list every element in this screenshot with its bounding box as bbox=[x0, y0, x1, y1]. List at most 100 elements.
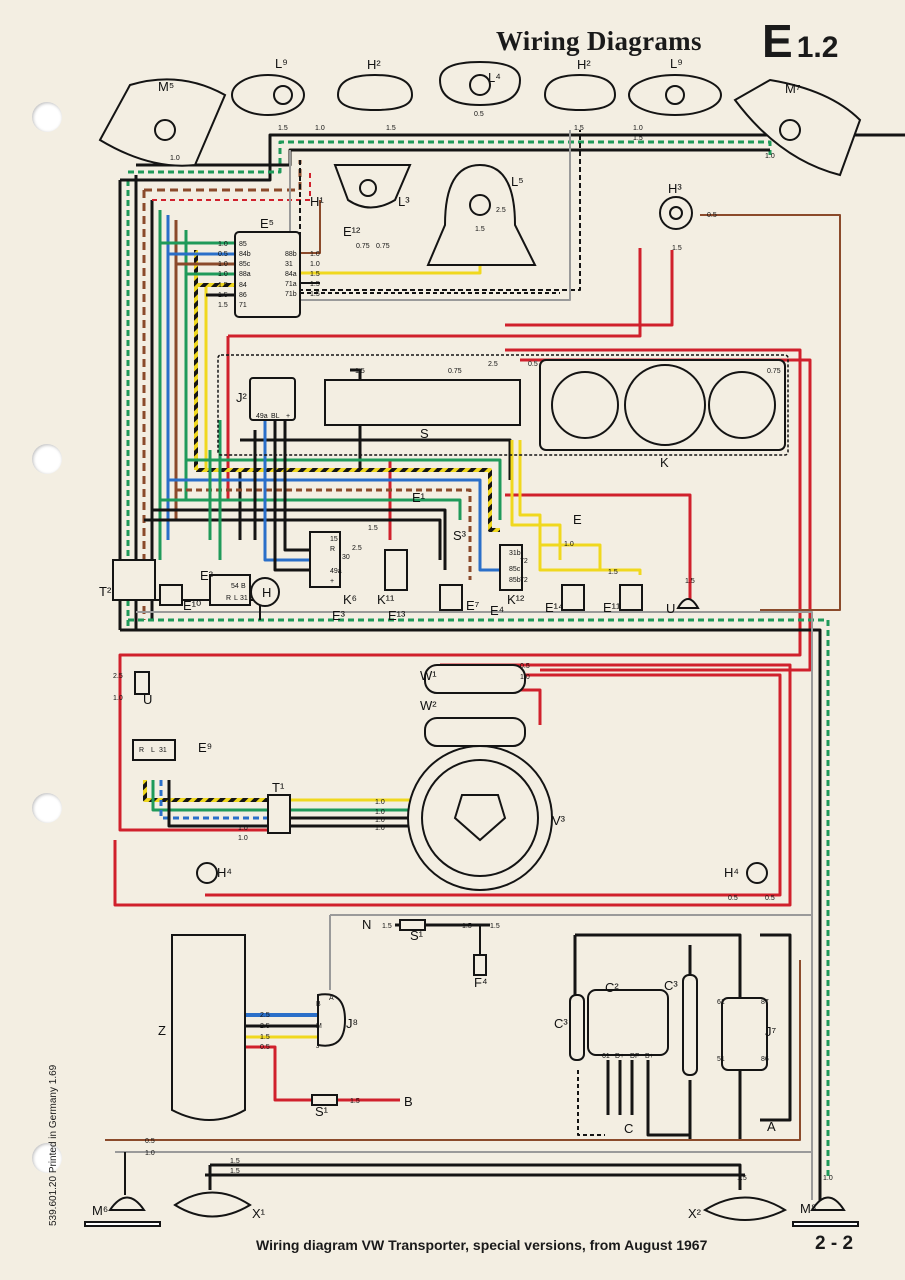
terminal-label: B+ bbox=[645, 1053, 654, 1060]
component-label: K⁶ bbox=[343, 592, 357, 607]
wire-gauge-label: 1.0 bbox=[218, 271, 228, 278]
fuse-S1-bottom bbox=[311, 1094, 338, 1106]
wire-gauge-label: 1.5 bbox=[475, 226, 485, 233]
wire-gauge-label: 2.5 bbox=[260, 1012, 270, 1019]
wire-gauge-label: 0.5 bbox=[218, 251, 228, 258]
terminal-label: 71b bbox=[285, 291, 297, 298]
wire-gauge-label: 1.0 bbox=[113, 695, 123, 702]
component-label: H³ bbox=[668, 181, 682, 196]
indicator-H4-right bbox=[746, 862, 768, 884]
bulb-icon bbox=[469, 74, 491, 96]
wire-gauge-label: 1.5 bbox=[260, 1034, 270, 1041]
terminal-label: M bbox=[316, 1023, 322, 1030]
wire-gauge-label: 1.5 bbox=[386, 125, 396, 132]
component-label: H⁴ bbox=[217, 865, 232, 880]
switch-E5 bbox=[234, 231, 301, 318]
terminal-label: 31 bbox=[159, 747, 167, 754]
wire-gauge-label: 0.5 bbox=[528, 361, 538, 368]
gauge-icon bbox=[708, 371, 776, 439]
terminal-label: + bbox=[330, 578, 334, 585]
lamp-X1 bbox=[173, 1191, 252, 1218]
component-label: T¹ bbox=[272, 780, 285, 795]
wire-gauge-label: 1.5 bbox=[368, 525, 378, 532]
component-label: M⁷ bbox=[785, 81, 801, 96]
binder-hole bbox=[32, 102, 62, 132]
wire-gauge-label: 1.0 bbox=[315, 125, 325, 132]
fuse-S1-top bbox=[399, 919, 426, 931]
component-label: B bbox=[404, 1094, 413, 1109]
page-title: Wiring Diagrams bbox=[496, 26, 702, 56]
wire-gauge-label: 1.0 bbox=[765, 153, 775, 160]
component-label: H² bbox=[577, 57, 591, 72]
component-label: T² bbox=[99, 584, 112, 599]
terminal-label: 31 bbox=[240, 595, 248, 602]
wire-gauge-label: 1.0 bbox=[218, 261, 228, 268]
relay-J2 bbox=[249, 377, 296, 421]
wire-gauge-label: 0.5 bbox=[145, 1138, 155, 1145]
component-label: U bbox=[666, 601, 675, 616]
capacitor-C3-right bbox=[682, 974, 698, 1076]
component-label: X² bbox=[688, 1206, 702, 1221]
terminal-label: 72 bbox=[520, 577, 528, 584]
wire-gauge-label: 2.5 bbox=[496, 207, 506, 214]
connector-T2 bbox=[112, 559, 156, 601]
terminal-label: L bbox=[151, 747, 155, 754]
component-label: E bbox=[573, 512, 582, 527]
switch-E11 bbox=[619, 584, 643, 611]
wire-gauge-label: 0.5 bbox=[728, 895, 738, 902]
wire-gauge-labels: 1.5 1.0 1.5 0.5 1.5 1.0 1.5 1.0 1.0 0.75… bbox=[113, 111, 833, 1182]
switch-E14 bbox=[561, 584, 585, 611]
terminal-label: 31b bbox=[509, 550, 521, 557]
wire-gauge-label: 2.5 bbox=[488, 361, 498, 368]
wire-gauge-label: 1.5 bbox=[230, 1168, 240, 1175]
socket-U-right bbox=[676, 598, 700, 609]
bulb-icon bbox=[665, 85, 685, 105]
terminal-label: 31 bbox=[285, 261, 293, 268]
print-note: 539.601.20 Printed in Germany 1.69 bbox=[48, 1064, 59, 1226]
component-label: F⁴ bbox=[474, 975, 488, 990]
terminal-label: 71 bbox=[239, 302, 247, 309]
horn-H2-right bbox=[543, 73, 617, 112]
component-label: H⁴ bbox=[724, 865, 739, 880]
lamp-X2 bbox=[702, 1196, 788, 1221]
wire-gauge-label: 1.0 bbox=[238, 835, 248, 842]
terminal-label: 49a bbox=[330, 568, 342, 575]
terminal-label: R bbox=[330, 546, 335, 553]
terminal-label: 54 bbox=[231, 583, 239, 590]
terminal-label: 72 bbox=[520, 558, 528, 565]
terminal-label: 84 bbox=[239, 282, 247, 289]
terminal-label: 87 bbox=[761, 999, 769, 1006]
component-label: W¹ bbox=[420, 668, 437, 683]
terminal-label: 51 bbox=[717, 1056, 725, 1063]
wire-gauge-label: 0.5 bbox=[474, 111, 484, 118]
component-label: C² bbox=[605, 980, 619, 995]
wire-gauge-label: 1.5 bbox=[218, 302, 228, 309]
component-label: A bbox=[767, 1119, 776, 1134]
wire-gauge-label: 1.0 bbox=[238, 825, 248, 832]
wire-gauge-label: 1.5 bbox=[218, 282, 228, 289]
wire-gauge-label: 2.5 bbox=[352, 545, 362, 552]
terminal-label: 88a bbox=[239, 271, 251, 278]
ground-plate bbox=[792, 1221, 859, 1227]
fuse-box-S bbox=[324, 379, 521, 426]
component-label: V³ bbox=[552, 813, 566, 828]
page-number: 2 - 2 bbox=[815, 1233, 854, 1254]
switch-E2 bbox=[209, 574, 251, 606]
component-label: L⁴ bbox=[488, 70, 501, 85]
terminal-label: 85c bbox=[509, 566, 521, 573]
wire-gauge-label: 1.0 bbox=[170, 155, 180, 162]
headlamp-L9-left bbox=[231, 74, 305, 116]
component-label: L³ bbox=[398, 194, 410, 209]
interior-light-W1 bbox=[424, 664, 526, 694]
component-label: E¹ bbox=[412, 490, 426, 505]
indicator-H4-left bbox=[196, 862, 218, 884]
wire-gauge-label: 2.5 bbox=[260, 1023, 270, 1030]
bulb-icon bbox=[469, 194, 491, 216]
wire-gauge-label: 0.5 bbox=[520, 663, 530, 670]
fan-icon bbox=[421, 759, 539, 877]
terminal-label: A bbox=[329, 995, 334, 1002]
component-label: E¹³ bbox=[388, 608, 406, 623]
wire-gauge-label: 1.5 bbox=[355, 368, 365, 375]
component-label: S³ bbox=[453, 528, 467, 543]
